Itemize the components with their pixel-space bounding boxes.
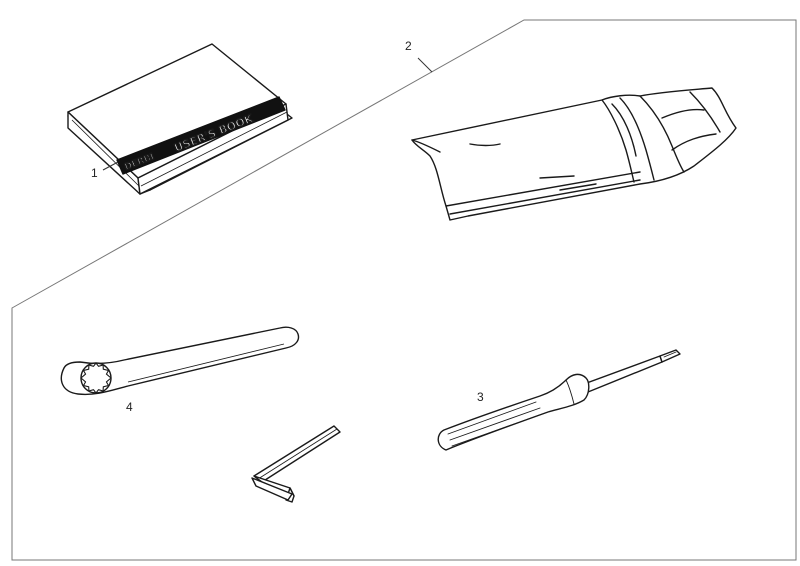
leader-lines — [102, 57, 433, 171]
callout-4: 4 — [126, 400, 133, 414]
tool-bag-icon — [411, 87, 737, 221]
users-book-icon: DERBI USER'S BOOK — [67, 43, 293, 195]
callout-3: 3 — [477, 390, 484, 404]
leader-line-1 — [102, 161, 119, 171]
callout-1: 1 — [91, 166, 98, 180]
kit-frame — [11, 19, 797, 561]
ring-spanner-icon — [60, 326, 300, 396]
screwdriver-icon — [437, 349, 681, 451]
leader-line-2 — [417, 57, 433, 73]
hex-key-icon — [251, 425, 341, 503]
callout-2: 2 — [405, 39, 412, 53]
